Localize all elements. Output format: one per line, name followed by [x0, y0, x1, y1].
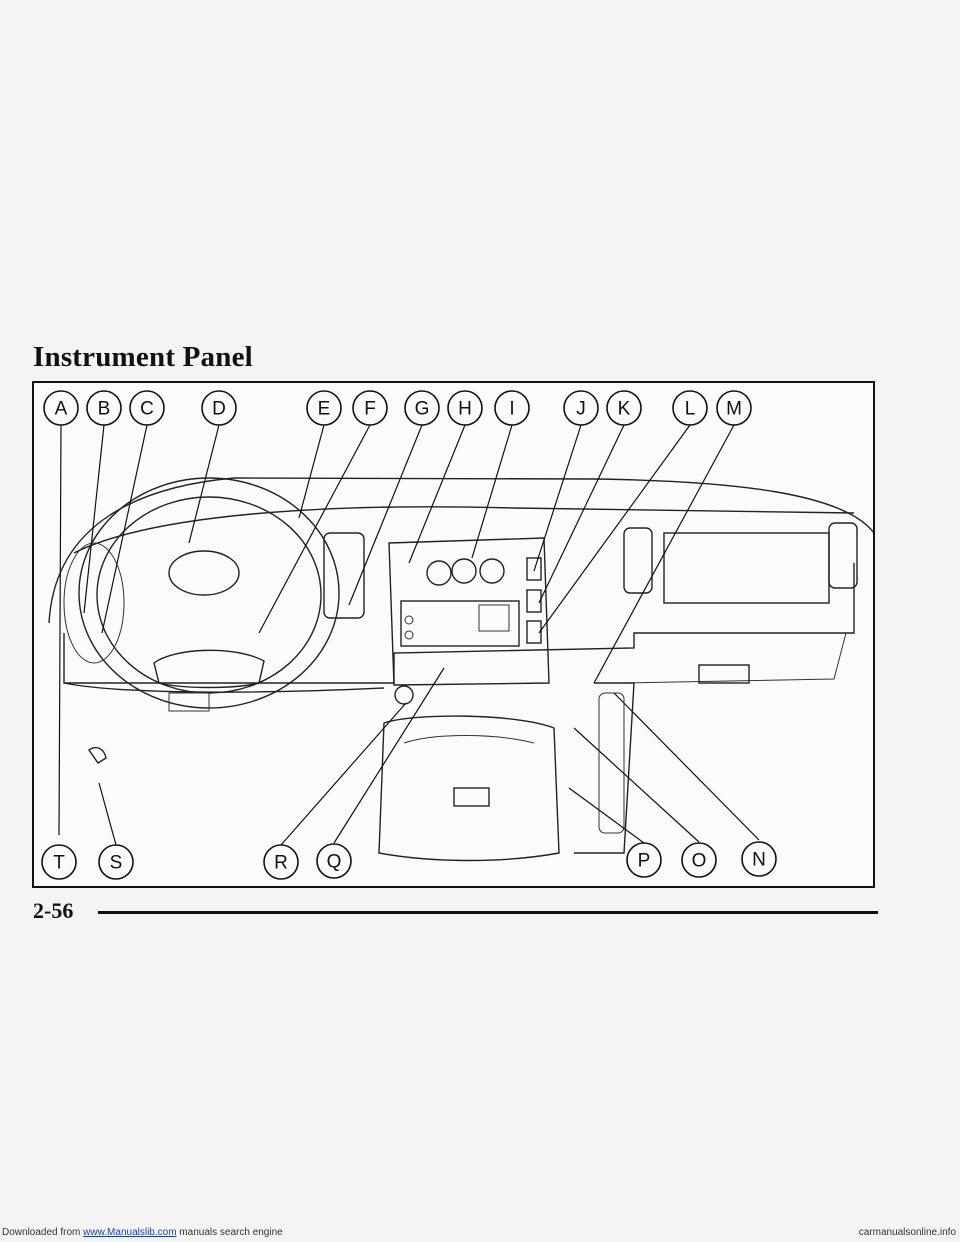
callout-n: N	[741, 841, 777, 877]
svg-text:L: L	[685, 399, 696, 420]
svg-text:J: J	[576, 399, 586, 420]
callout-k: K	[606, 390, 642, 426]
svg-text:D: D	[212, 399, 226, 420]
steering-wheel	[63, 477, 340, 712]
svg-text:R: R	[274, 853, 288, 874]
callout-l: L	[672, 390, 708, 426]
svg-text:S: S	[110, 853, 123, 874]
callout-j: J	[563, 390, 599, 426]
footer-suffix: manuals search engine	[176, 1227, 283, 1238]
callout-b: B	[86, 390, 122, 426]
svg-text:C: C	[140, 399, 154, 420]
download-source: Downloaded from www.Manualslib.com manua…	[2, 1227, 283, 1238]
svg-text:A: A	[55, 399, 68, 420]
callout-t: T	[41, 844, 77, 880]
callout-r: R	[263, 844, 299, 880]
callout-d: D	[201, 390, 237, 426]
callout-o: O	[681, 842, 717, 878]
center-stack	[378, 537, 560, 862]
svg-text:M: M	[726, 399, 742, 420]
svg-text:G: G	[415, 399, 430, 420]
callout-c: C	[129, 390, 165, 426]
dash-vents	[323, 522, 858, 854]
instrument-panel-figure: A B C D E F G H I J K L M N O P Q R S T	[32, 381, 875, 888]
pedal-s	[88, 746, 107, 764]
dashboard-outline	[48, 477, 873, 693]
download-footer: Downloaded from www.Manualslib.com manua…	[0, 1227, 960, 1242]
svg-text:H: H	[458, 399, 472, 420]
svg-text:I: I	[509, 399, 514, 420]
svg-text:O: O	[692, 851, 707, 872]
callout-h: H	[447, 390, 483, 426]
callout-a: A	[43, 390, 79, 426]
callout-m: M	[716, 390, 752, 426]
callout-s: S	[98, 844, 134, 880]
callout-q: Q	[316, 843, 352, 879]
callout-leaders	[58, 424, 760, 846]
svg-text:E: E	[318, 399, 331, 420]
svg-text:N: N	[752, 850, 766, 871]
manualslib-link[interactable]: www.Manualslib.com	[83, 1227, 177, 1238]
footer-rule	[98, 911, 878, 914]
page-number: 2-56	[33, 898, 74, 923]
footer-prefix: Downloaded from	[2, 1227, 84, 1238]
callout-e: E	[306, 390, 342, 426]
callout-f: F	[352, 390, 388, 426]
callout-i: I	[494, 390, 530, 426]
page-title: Instrument Panel	[33, 341, 253, 373]
svg-text:Q: Q	[327, 852, 342, 873]
svg-text:F: F	[364, 399, 376, 420]
watermark-text: carmanualsonline.info	[858, 1227, 956, 1238]
callout-p: P	[626, 842, 662, 878]
svg-text:K: K	[618, 399, 631, 420]
callout-g: G	[404, 390, 440, 426]
svg-text:B: B	[98, 399, 111, 420]
svg-text:T: T	[53, 853, 65, 874]
svg-text:P: P	[638, 851, 651, 872]
instrument-panel-drawing: A B C D E F G H I J K L M N O P Q R S T	[41, 390, 873, 880]
